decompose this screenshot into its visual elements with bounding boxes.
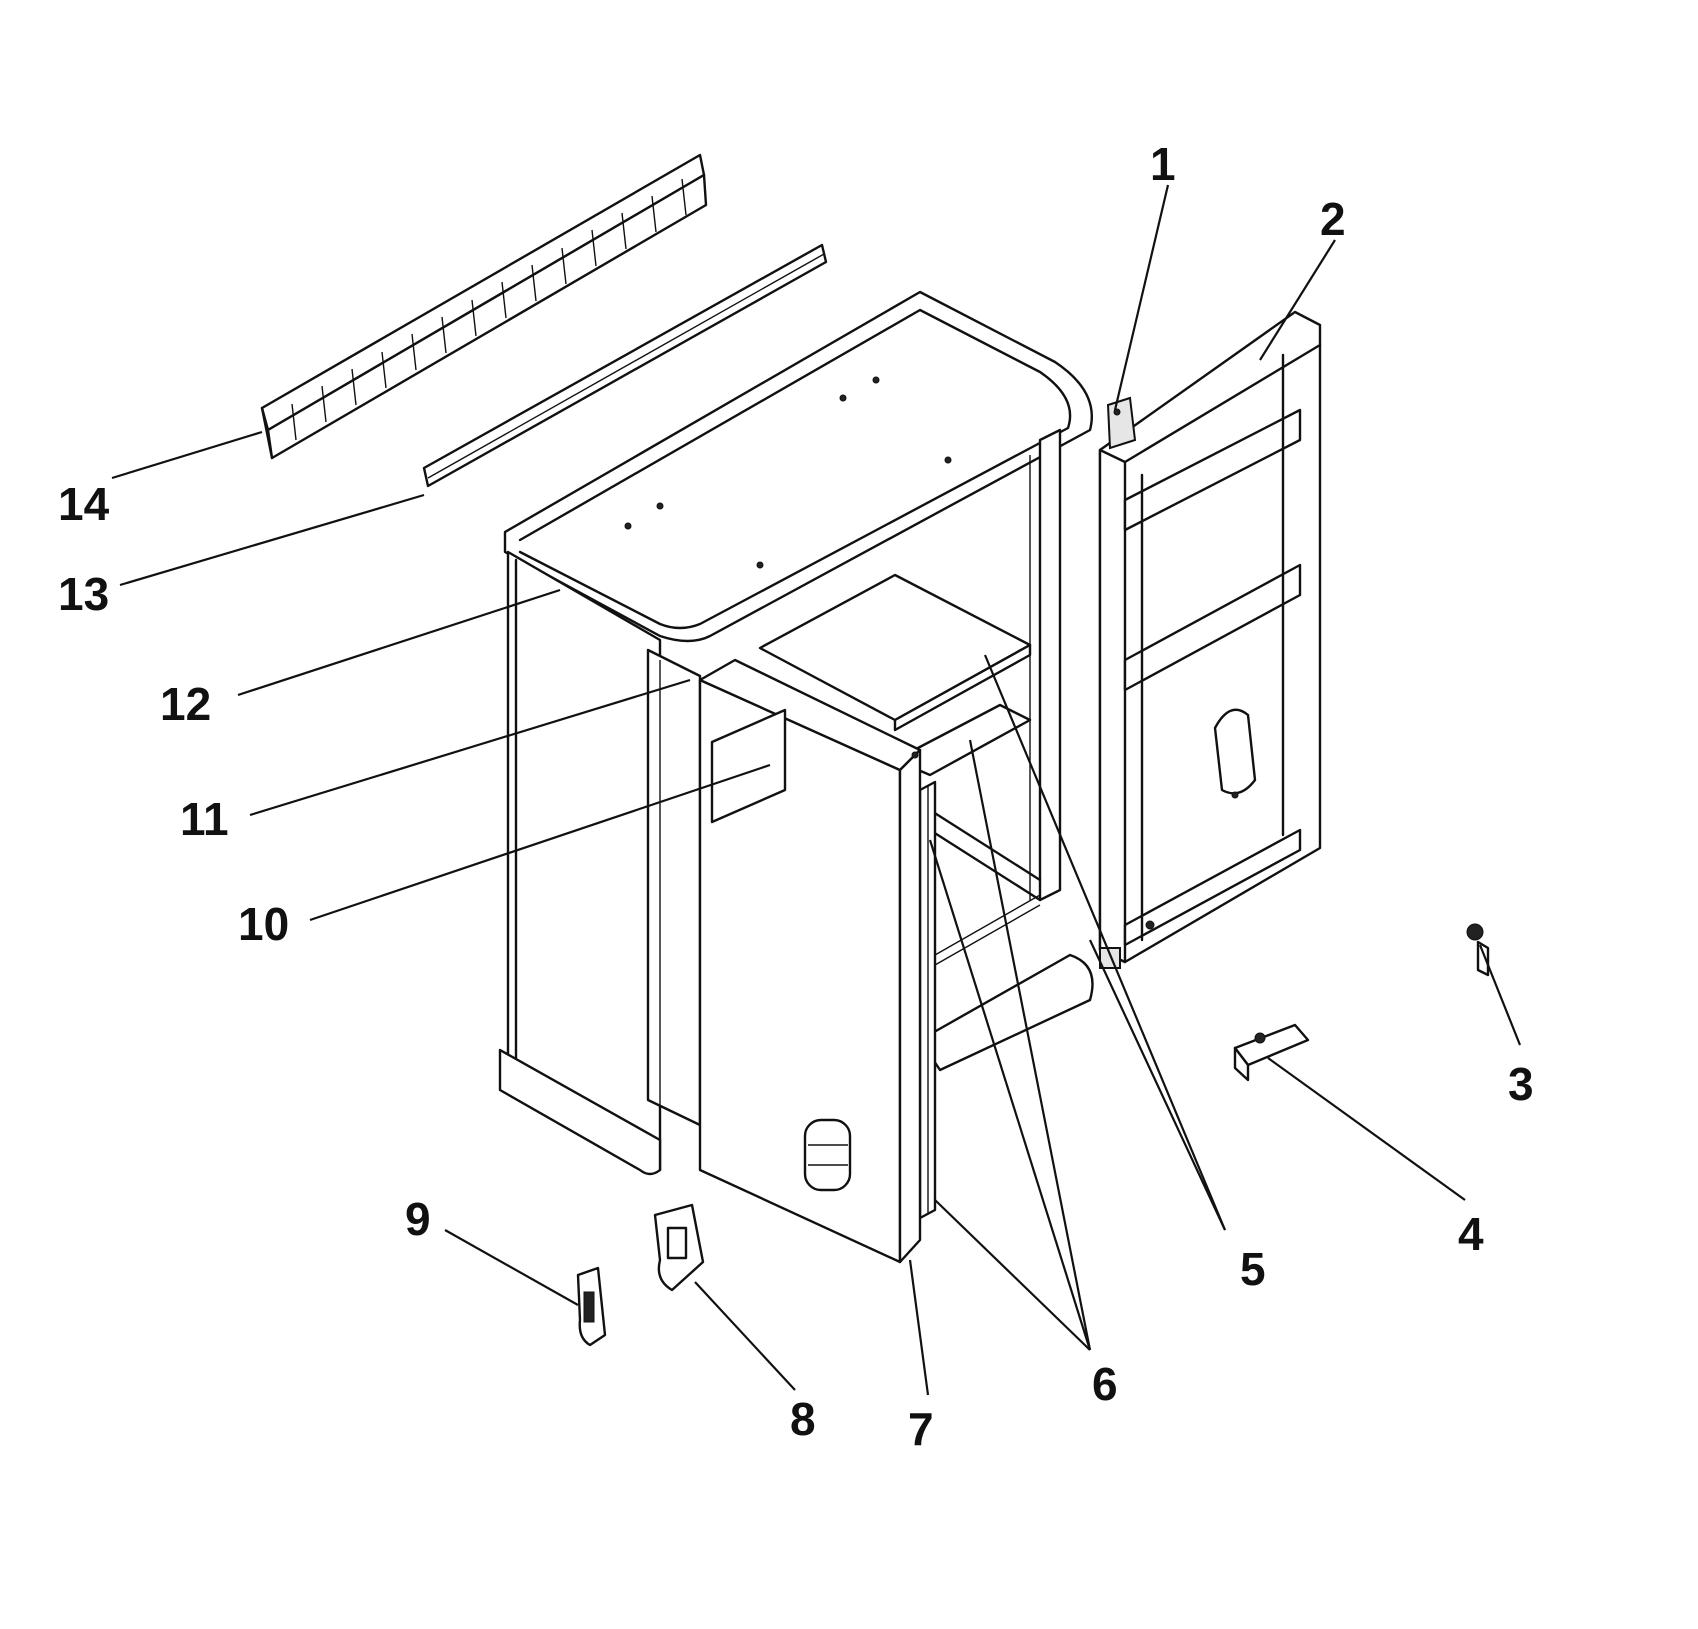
leader-13 xyxy=(119,493,425,587)
callout-4: 4 xyxy=(1458,1208,1484,1260)
part-8-hinge-plate xyxy=(653,1203,705,1292)
callout-9: 9 xyxy=(405,1193,431,1245)
leader-5a xyxy=(983,654,1227,1231)
leader-14 xyxy=(111,430,263,480)
callout-3: 3 xyxy=(1508,1058,1534,1110)
leader-12 xyxy=(237,588,561,697)
leader-5b xyxy=(1089,939,1226,1231)
callout-10: 10 xyxy=(238,898,289,950)
leader-9 xyxy=(444,1229,579,1306)
callout-2: 2 xyxy=(1320,193,1346,245)
cabinet-body xyxy=(498,290,1094,1220)
callout-14: 14 xyxy=(58,478,110,530)
leader-6c xyxy=(934,1199,1091,1351)
leader-10 xyxy=(309,763,771,922)
callout-11: 11 xyxy=(180,793,229,845)
callout-13: 13 xyxy=(58,568,109,620)
callout-7: 7 xyxy=(908,1403,934,1455)
leader-lines xyxy=(111,184,1522,1396)
leader-11 xyxy=(249,678,691,817)
leader-1 xyxy=(1113,184,1170,411)
callouts: 1 2 3 4 5 6 7 8 9 10 11 12 13 14 xyxy=(58,138,1534,1455)
part-7-front-panel xyxy=(698,658,922,1264)
callout-8: 8 xyxy=(790,1393,816,1445)
part-13-trim-strip xyxy=(422,243,828,488)
part-2-door-frame xyxy=(1098,310,1322,969)
leader-3 xyxy=(1478,944,1522,1046)
part-14-slotted-rail xyxy=(260,153,708,460)
callout-5: 5 xyxy=(1240,1243,1266,1295)
leader-7 xyxy=(908,1259,930,1396)
part-9-bracket xyxy=(576,1266,607,1347)
leader-2 xyxy=(1259,239,1336,361)
leader-4 xyxy=(1267,1057,1466,1201)
leader-6a xyxy=(928,839,1092,1351)
part-4-latch xyxy=(1233,1023,1310,1082)
leader-6b xyxy=(968,739,1092,1351)
leader-8 xyxy=(694,1281,796,1391)
callout-12: 12 xyxy=(160,678,211,730)
callout-1: 1 xyxy=(1150,138,1176,190)
part-3-screw xyxy=(1466,923,1490,977)
callout-6: 6 xyxy=(1092,1358,1118,1410)
